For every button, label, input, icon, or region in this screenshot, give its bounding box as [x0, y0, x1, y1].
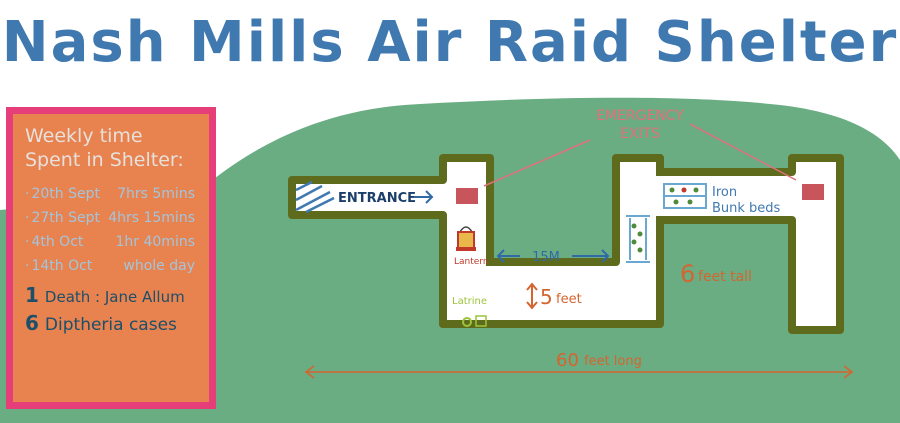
entrance-steps	[295, 180, 335, 214]
vertical-double-arrow-icon	[526, 282, 538, 310]
width-15m-label: 15M	[532, 250, 560, 265]
time-duration: 4hrs 15mins	[108, 210, 195, 226]
exit-pointer-line	[689, 123, 797, 181]
time-date: 4th Oct	[31, 234, 84, 250]
emergency-exits-label-line2: EXITS	[620, 126, 660, 142]
tall-unit: feet tall	[698, 269, 752, 285]
bunk-label-line1: Iron	[712, 185, 737, 200]
info-heading-line1: Weekly time	[25, 125, 143, 147]
entrance-label: ENTRANCE	[338, 191, 416, 206]
emergency-exits-label-line1: EMERGENCY	[596, 108, 684, 124]
length-number: 60	[556, 350, 579, 371]
time-date: 20th Sept	[31, 186, 100, 202]
deaths-count: 1	[25, 283, 39, 307]
info-panel: Weekly time Spent in Shelter: ·20th Sept…	[6, 107, 216, 409]
height-unit: feet	[556, 292, 582, 307]
time-date: 14th Oct	[31, 258, 93, 274]
bunk-bed-icon	[663, 183, 707, 209]
bunk-bed-icon	[626, 215, 650, 263]
lantern-label: Lantern	[454, 257, 489, 267]
diptheria-text: Diptheria cases	[44, 315, 177, 335]
bunk-label-line2: Bunk beds	[712, 201, 781, 216]
tall-number: 6	[680, 260, 695, 288]
info-heading-line2: Spent in Shelter:	[25, 149, 184, 171]
time-duration: whole day	[123, 258, 195, 274]
time-row: ·14th Oct whole day	[25, 254, 201, 278]
shelter-tunnel	[288, 154, 844, 334]
time-row: ·27th Sept 4hrs 15mins	[25, 206, 201, 230]
lantern-icon	[456, 226, 476, 251]
info-heading: Weekly time Spent in Shelter:	[25, 124, 201, 172]
deaths-stat: 1 Death : Jane Allum	[25, 282, 201, 310]
time-date: 27th Sept	[31, 210, 100, 226]
double-arrow-icon	[496, 249, 610, 263]
length-unit: feet long	[584, 354, 642, 369]
emergency-exit-icon	[802, 184, 824, 200]
page-title: Nash Mills Air Raid Shelter	[1, 10, 899, 75]
time-duration: 1hr 40mins	[115, 234, 196, 250]
time-row: ·20th Sept 7hrs 5mins	[25, 182, 201, 206]
diptheria-count: 6	[25, 311, 39, 335]
time-duration: 7hrs 5mins	[117, 186, 195, 202]
arrow-right-icon	[414, 190, 434, 204]
exit-pointer-line	[483, 139, 591, 187]
latrine-label: Latrine	[452, 296, 487, 307]
time-row: ·4th Oct 1hr 40mins	[25, 230, 201, 254]
length-double-arrow-icon	[304, 365, 854, 379]
deaths-text: Death : Jane Allum	[44, 288, 185, 306]
height-number: 5	[540, 285, 553, 309]
latrine-icon	[462, 315, 487, 327]
emergency-exit-icon	[456, 188, 478, 204]
